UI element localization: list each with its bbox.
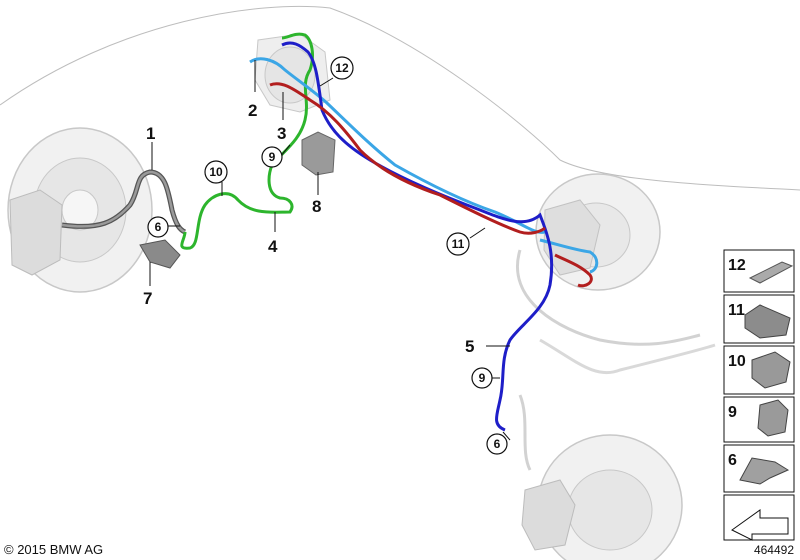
svg-text:12: 12 [335,61,349,75]
front-left-brake-disc [7,127,153,293]
clip-11-icon [744,304,791,339]
svg-text:9: 9 [269,150,276,164]
copyright-text: © 2015 BMW AG [4,542,104,557]
brake-line-red [269,82,546,235]
master-cylinder [254,33,331,113]
callout-8: 8 [312,197,321,216]
callout-3: 3 [277,124,286,143]
brake-line-dark-blue [281,41,554,432]
circled-callout-6-front: 6 [147,216,169,238]
legend-item-10: 10 [723,345,795,395]
clip-12-icon [748,261,794,284]
svg-text:10: 10 [209,165,223,179]
circled-callout-10: 10 [204,160,228,184]
circled-callout-12: 12 [330,56,354,80]
circled-callout-11: 11 [446,232,470,256]
brake-line-light-blue [249,57,546,234]
parts-legend: 12 11 10 9 6 [723,249,795,541]
bracket-6-icon [739,457,790,485]
clip-10-icon [751,351,791,389]
legend-item-6: 6 [723,444,795,493]
legend-item-12: 12 [723,249,795,293]
arrow-icon [731,509,789,541]
svg-text:6: 6 [155,220,162,234]
gray-line-down [518,394,532,471]
gray-line-rear [516,249,701,346]
callout-4: 4 [268,237,278,256]
svg-text:9: 9 [728,404,737,421]
callout-5: 5 [465,337,474,356]
gray-line-rear-2 [539,338,716,375]
diagram-id: 464492 [753,543,794,557]
callout-2: 2 [248,101,257,120]
circled-callout-6-rear: 6 [486,433,508,455]
circled-callout-9-front: 9 [261,146,283,168]
brake-booster [535,173,661,291]
svg-text:12: 12 [728,257,746,274]
svg-text:6: 6 [494,437,501,451]
callout-7: 7 [143,289,152,308]
legend-item-9: 9 [723,396,795,443]
brake-hose-holder [139,239,181,269]
vehicle-body-outline [0,5,800,191]
callout-1: 1 [146,124,155,143]
svg-text:6: 6 [728,452,737,469]
rear-brake-disc [521,434,683,560]
clip-part-8 [301,131,336,176]
circled-callout-9-rear: 9 [471,367,493,389]
legend-item-11: 11 [723,294,795,344]
svg-text:11: 11 [452,237,465,251]
svg-text:11: 11 [728,302,745,319]
svg-text:9: 9 [479,371,486,385]
svg-text:10: 10 [728,353,746,370]
clip-9-icon [757,399,789,437]
legend-arrow-box [723,494,795,541]
